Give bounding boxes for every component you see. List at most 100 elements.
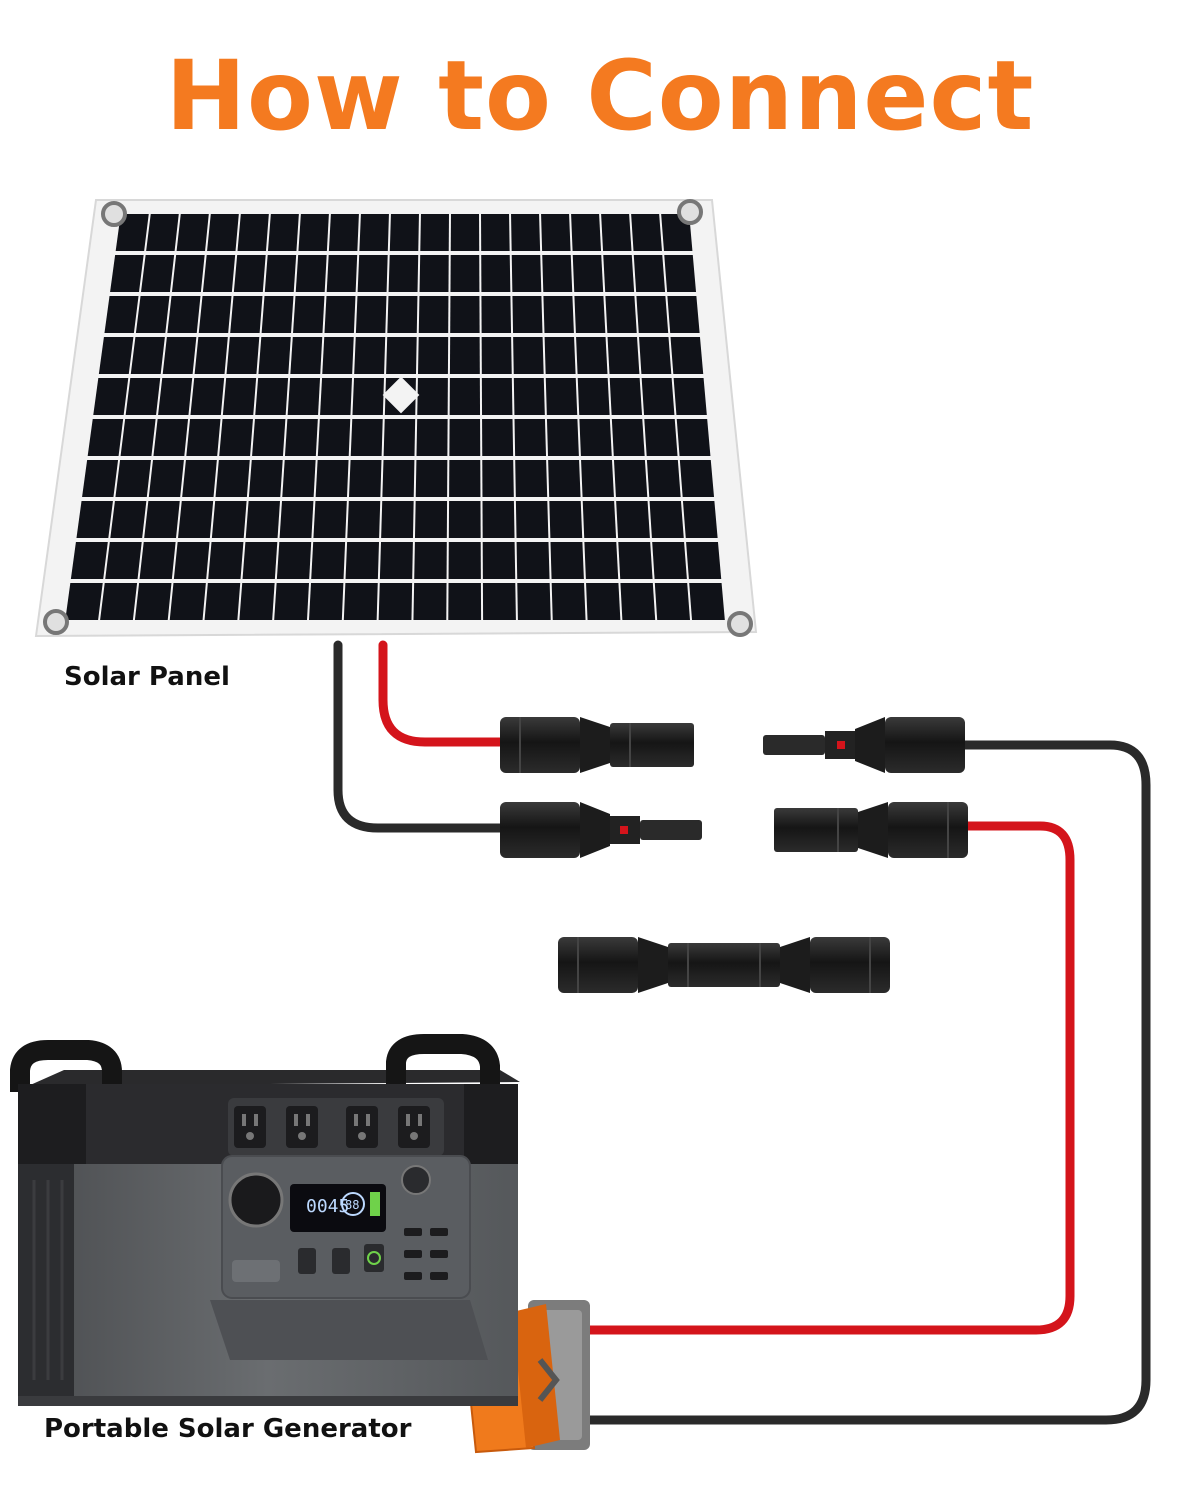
solar-cell — [449, 460, 481, 497]
solar-cell — [541, 214, 571, 251]
solar-cell — [618, 542, 653, 579]
solar-cell — [631, 214, 662, 251]
solar-cell — [158, 378, 193, 415]
solar-cell — [389, 214, 419, 251]
solar-cell — [511, 255, 542, 292]
solar-cell — [359, 214, 389, 251]
solar-cell — [82, 460, 119, 497]
solar-cell — [548, 460, 581, 497]
solar-cell — [211, 501, 247, 538]
solar-cell — [513, 337, 544, 374]
car-port-icon — [401, 1165, 431, 1195]
solar-cell — [543, 296, 574, 333]
lcd-screen — [290, 1184, 386, 1232]
solar-cell — [190, 378, 225, 415]
solar-cell — [169, 583, 206, 620]
solar-cell — [322, 337, 354, 374]
solar-cell — [641, 378, 675, 415]
solar-cell — [320, 378, 353, 415]
solar-cell — [654, 583, 691, 620]
solar-cell — [148, 460, 184, 497]
solar-cells — [65, 214, 725, 620]
solar-cell — [605, 296, 637, 333]
solar-cell — [515, 460, 548, 497]
solar-cell — [261, 296, 294, 333]
generator-cap-left — [18, 1084, 86, 1164]
solar-cell — [248, 460, 283, 497]
solar-cell — [115, 460, 151, 497]
solar-cell — [381, 501, 414, 538]
portable-generator: 0045 88 — [10, 1034, 520, 1406]
solar-cell — [125, 378, 161, 415]
battery-icon — [370, 1192, 380, 1216]
solar-cell — [420, 214, 449, 251]
solar-cell — [686, 542, 722, 579]
solar-cell — [544, 337, 576, 374]
solar-cell — [667, 296, 700, 333]
solar-panel — [34, 199, 758, 638]
solar-cell — [382, 460, 415, 497]
solar-cell — [418, 337, 449, 374]
solar-cell — [284, 419, 318, 456]
solar-cell — [65, 583, 103, 620]
handle-left — [10, 1040, 122, 1092]
solar-cell — [512, 296, 543, 333]
solar-cell — [649, 501, 684, 538]
solar-cell — [414, 501, 448, 538]
solar-cell — [551, 583, 586, 620]
mc4-female-connector-panel — [500, 717, 694, 773]
solar-cell — [582, 501, 617, 538]
lcd-digits: 0045 — [306, 1196, 349, 1217]
solar-cell — [135, 296, 170, 333]
ac-outlet-icon — [398, 1106, 430, 1148]
page-title: How to Connect — [165, 40, 1035, 152]
solar-cell — [387, 296, 418, 333]
solar-cell — [414, 542, 447, 579]
solar-cell — [298, 214, 329, 251]
solar-cell — [546, 419, 579, 456]
solar-cell — [104, 296, 139, 333]
solar-cell — [415, 460, 448, 497]
ac-outlet-panel — [228, 1098, 444, 1156]
solar-cell — [450, 214, 480, 251]
solar-cell — [609, 378, 643, 415]
solar-cell — [449, 378, 481, 415]
solar-cell — [571, 214, 602, 251]
solar-cell — [586, 583, 621, 620]
solar-cell — [115, 214, 149, 251]
solar-cell — [267, 214, 299, 251]
solar-cell — [349, 460, 382, 497]
solar-cell — [542, 255, 573, 292]
solar-cell — [581, 460, 614, 497]
solar-cell — [287, 378, 321, 415]
solar-cell — [481, 296, 512, 333]
solar-cell — [481, 214, 510, 251]
solar-cell — [514, 419, 547, 456]
solar-cell — [517, 583, 551, 620]
solar-cell — [202, 255, 236, 292]
solar-cell — [245, 501, 281, 538]
panel-center-gap — [382, 376, 420, 414]
solar-cell — [646, 460, 681, 497]
solar-cell — [171, 255, 205, 292]
solar-cell — [379, 542, 413, 579]
grommet-icon — [43, 199, 753, 637]
solar-cell — [549, 501, 583, 538]
solar-cell — [574, 296, 606, 333]
solar-cell — [383, 419, 416, 456]
solar-cell — [167, 296, 201, 333]
solar-cell — [449, 419, 481, 456]
solar-cell — [233, 255, 266, 292]
solar-cell — [448, 542, 481, 579]
solar-cell — [357, 255, 388, 292]
solar-cell — [347, 501, 381, 538]
cables — [333, 640, 1151, 1425]
solar-cell — [328, 214, 359, 251]
power-button-icon — [298, 1244, 384, 1274]
solar-cell — [324, 296, 356, 333]
solar-cell — [354, 337, 386, 374]
handle-right — [386, 1034, 500, 1084]
solar-cell — [134, 583, 172, 620]
solar-cell — [482, 542, 516, 579]
